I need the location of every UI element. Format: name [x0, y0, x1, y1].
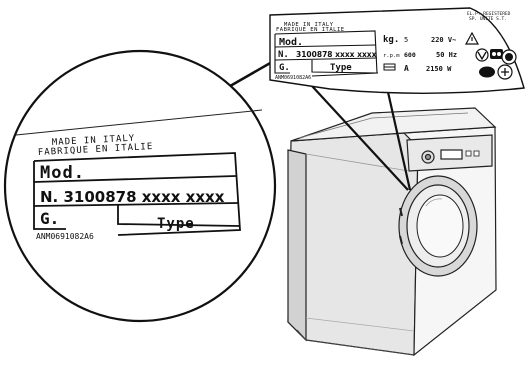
zoom-code: ANM0691082A6: [36, 232, 94, 241]
zoomed-label: MADE IN ITALY FABRIQUE EN ITALIE Mod. N.…: [15, 109, 263, 241]
warning-triangle-icon: [464, 31, 480, 45]
plate-mod-label: Mod.: [279, 37, 303, 48]
plate-serial-prefix: N.: [278, 50, 289, 60]
safety-mark-icon: [501, 49, 517, 65]
plate-type-label: Type: [330, 63, 352, 73]
plate-registered-line2: SP. UNITE S.T.: [469, 16, 507, 22]
leader-lines: [299, 72, 412, 191]
zoom-serial-number: N. 3100878 xxxx xxxx: [40, 188, 225, 206]
ce-mark-icon: [479, 66, 495, 78]
certification-mark-icons: [475, 48, 517, 80]
zoom-g-label: G.: [40, 209, 59, 228]
plate-g-label: G.: [279, 63, 290, 73]
rating-plate: MADE IN ITALY FABRIQUE EN ITALIE EL.P. R…: [269, 7, 525, 94]
plate-origin-line2: FABRIQUE EN ITALIE: [276, 27, 345, 33]
zoom-mod-label: Mod.: [40, 163, 85, 183]
plate-frequency: 50 Hz: [436, 51, 457, 59]
plate-capacity-prefix: kg.: [383, 35, 399, 45]
plate-amp-label: A: [404, 64, 409, 73]
approval-mark-icon: [490, 49, 503, 59]
plate-voltage: 220 V~: [431, 36, 456, 44]
plate-registered-line1: EL.P. REGISTERED: [467, 11, 511, 17]
gs-mark-icon: [497, 64, 513, 80]
plate-origin-line1: MADE IN ITALY: [284, 22, 334, 28]
zoom-type-label: Type: [157, 216, 195, 232]
magnifier-lens: [3, 49, 277, 323]
washing-machine: [287, 107, 497, 357]
plate-serial-number: 3100878 xxxx xxxx: [296, 50, 377, 59]
plate-code: ANM0691082A6: [275, 75, 311, 81]
zoom-origin-line1: MADE IN ITALY: [52, 134, 136, 148]
plate-power: 2150 W: [426, 65, 452, 73]
vde-mark-icon: [475, 48, 489, 62]
plate-rpm-value: 600: [404, 51, 416, 59]
plate-capacity-value: 5: [404, 36, 408, 44]
fuse-icon: [383, 63, 396, 71]
plate-rpm-label: r.p.m: [383, 53, 400, 59]
